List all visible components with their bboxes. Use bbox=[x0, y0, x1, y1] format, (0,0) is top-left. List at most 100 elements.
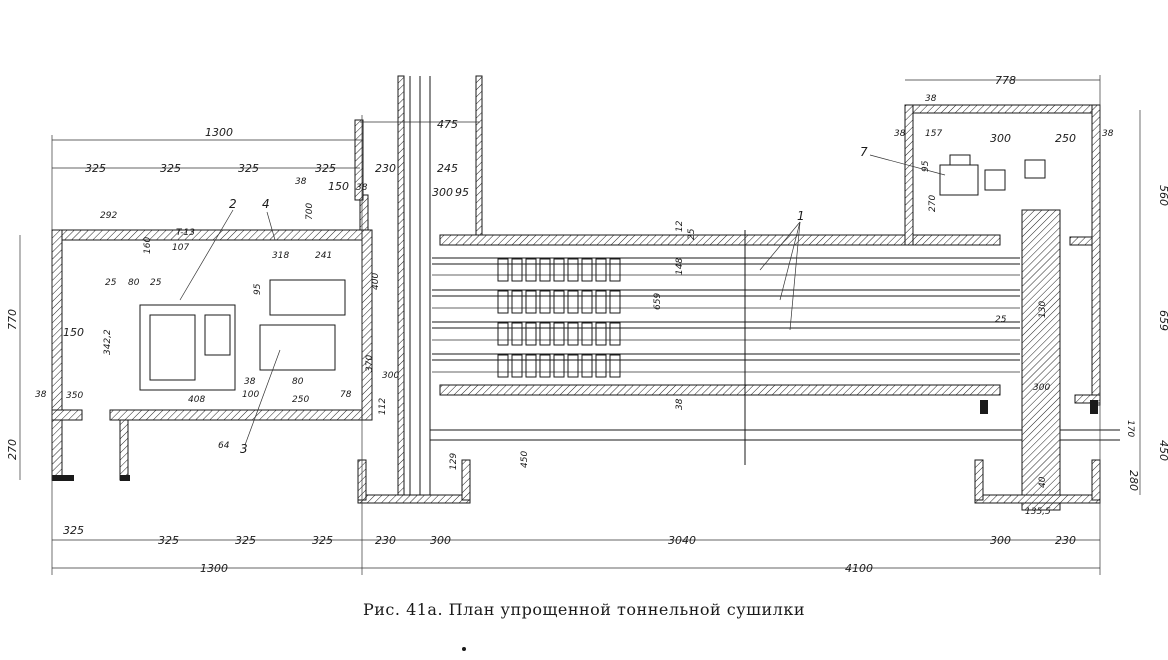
dim-text: 78 bbox=[340, 390, 352, 400]
cart-cell bbox=[567, 258, 579, 282]
cart-cell bbox=[609, 258, 621, 282]
dim-text: 25 bbox=[995, 315, 1007, 325]
cart-cell bbox=[497, 322, 509, 346]
cart-cell bbox=[553, 290, 565, 314]
dim-text: 40 bbox=[1038, 476, 1048, 488]
dim-text: 25 bbox=[150, 278, 162, 288]
dim-text: 230 bbox=[375, 534, 396, 547]
dim-text: 325 bbox=[158, 534, 179, 547]
cart-cell bbox=[595, 354, 607, 378]
dim-text: 150 bbox=[328, 180, 349, 193]
dim-text: 148 bbox=[675, 258, 685, 275]
cart-cell bbox=[511, 322, 523, 346]
dim-text: 659 bbox=[1157, 310, 1168, 331]
cart-cell bbox=[581, 290, 593, 314]
dim-text: 95 bbox=[253, 283, 263, 295]
figure-caption: Рис. 41а. План упрощенной тоннельной суш… bbox=[363, 600, 805, 619]
dim-text: 350 bbox=[66, 391, 83, 401]
dim-text: 38 bbox=[244, 377, 256, 387]
dim-text: 3040 bbox=[668, 534, 696, 547]
dim-text: 250 bbox=[1055, 132, 1076, 145]
dim-text: 38 bbox=[675, 398, 685, 410]
cart-cell bbox=[497, 258, 509, 282]
cart-cell bbox=[567, 290, 579, 314]
dim-text: 245 bbox=[437, 162, 458, 175]
dim-text: 325 bbox=[238, 162, 259, 175]
cart-cell bbox=[497, 354, 509, 378]
dim-text: 300 bbox=[1033, 383, 1050, 393]
dim-text: 400 bbox=[371, 273, 381, 290]
dim-text: 157 bbox=[925, 129, 942, 139]
dim-text: 300 bbox=[432, 186, 453, 199]
dim-text: 270 bbox=[6, 439, 19, 460]
dim-text: 250 bbox=[292, 395, 309, 405]
dim-text: 292 bbox=[100, 211, 117, 221]
dim-text: 408 bbox=[188, 395, 205, 405]
dim-text: 325 bbox=[315, 162, 336, 175]
dim-text: 25 bbox=[105, 278, 117, 288]
dim-text: 230 bbox=[1055, 534, 1076, 547]
dim-text: 38 bbox=[356, 183, 368, 193]
right-building-walls bbox=[357, 104, 1101, 511]
dim-text: 230 bbox=[375, 162, 396, 175]
dim-text: 150 bbox=[63, 326, 84, 339]
tunnel-block bbox=[430, 230, 1120, 465]
dim-text: 700 bbox=[305, 203, 315, 220]
callout-4: 4 bbox=[262, 197, 270, 211]
dim-text: 325 bbox=[312, 534, 333, 547]
dim-text: 170 bbox=[1125, 420, 1135, 437]
dim-text: 38 bbox=[894, 129, 906, 139]
cart-cell bbox=[497, 290, 509, 314]
dim-text: 659 bbox=[653, 293, 663, 310]
dim-text: 325 bbox=[63, 524, 84, 537]
dim-text: 135,5 bbox=[1025, 507, 1051, 517]
dim-text: 318 bbox=[272, 251, 289, 261]
dim-text: 280 bbox=[1127, 470, 1140, 491]
cart-cell bbox=[539, 322, 551, 346]
cart-cell bbox=[595, 290, 607, 314]
dim-text: T-13 bbox=[176, 228, 195, 238]
callout-7: 7 bbox=[860, 145, 868, 159]
dim-text: 342,2 bbox=[103, 329, 113, 355]
cart-cell bbox=[581, 258, 593, 282]
dim-text: 38 bbox=[35, 390, 47, 400]
dim-text: 778 bbox=[995, 74, 1016, 87]
cart-cell bbox=[609, 290, 621, 314]
dim-text: 4100 bbox=[845, 562, 873, 575]
dim-text: 25 bbox=[687, 228, 697, 240]
dim-text: 241 bbox=[315, 251, 332, 261]
dim-text: 38 bbox=[925, 94, 937, 104]
drying-tunnel-plan-drawing: 2 4 3 1 7 1300 325 325 325 325 230 475 2… bbox=[6, 74, 1168, 575]
dim-text: 325 bbox=[160, 162, 181, 175]
cart-cell bbox=[525, 322, 537, 346]
dim-text: 80 bbox=[128, 278, 140, 288]
dim-text: 38 bbox=[295, 177, 307, 187]
dim-text: 450 bbox=[1157, 440, 1168, 461]
dim-text: 325 bbox=[85, 162, 106, 175]
dim-text: 80 bbox=[292, 377, 304, 387]
cart-cell bbox=[567, 322, 579, 346]
dim-text: 112 bbox=[378, 398, 388, 415]
dim-text: 300 bbox=[990, 132, 1011, 145]
dim-text: 64 bbox=[218, 441, 230, 451]
cart-cell bbox=[553, 258, 565, 282]
cart-cell bbox=[581, 354, 593, 378]
dim-text: 107 bbox=[172, 243, 189, 253]
dim-text: 475 bbox=[437, 118, 458, 131]
cart-cell bbox=[525, 354, 537, 378]
callout-leaders bbox=[179, 154, 946, 446]
dim-text: 100 bbox=[242, 390, 259, 400]
dim-text: 1300 bbox=[205, 126, 233, 139]
dim-text: 325 bbox=[235, 534, 256, 547]
dim-text: 12 bbox=[675, 220, 685, 232]
dim-text: 95 bbox=[455, 186, 469, 199]
cart-cell bbox=[609, 322, 621, 346]
dim-text: 130 bbox=[1038, 301, 1048, 318]
dimension-lines bbox=[19, 75, 1141, 575]
cart-cell bbox=[567, 354, 579, 378]
dim-text: 270 bbox=[928, 195, 938, 212]
cart-cell bbox=[581, 322, 593, 346]
cart-cell bbox=[553, 354, 565, 378]
callout-1: 1 bbox=[797, 209, 805, 223]
dim-text: 1300 bbox=[200, 562, 228, 575]
